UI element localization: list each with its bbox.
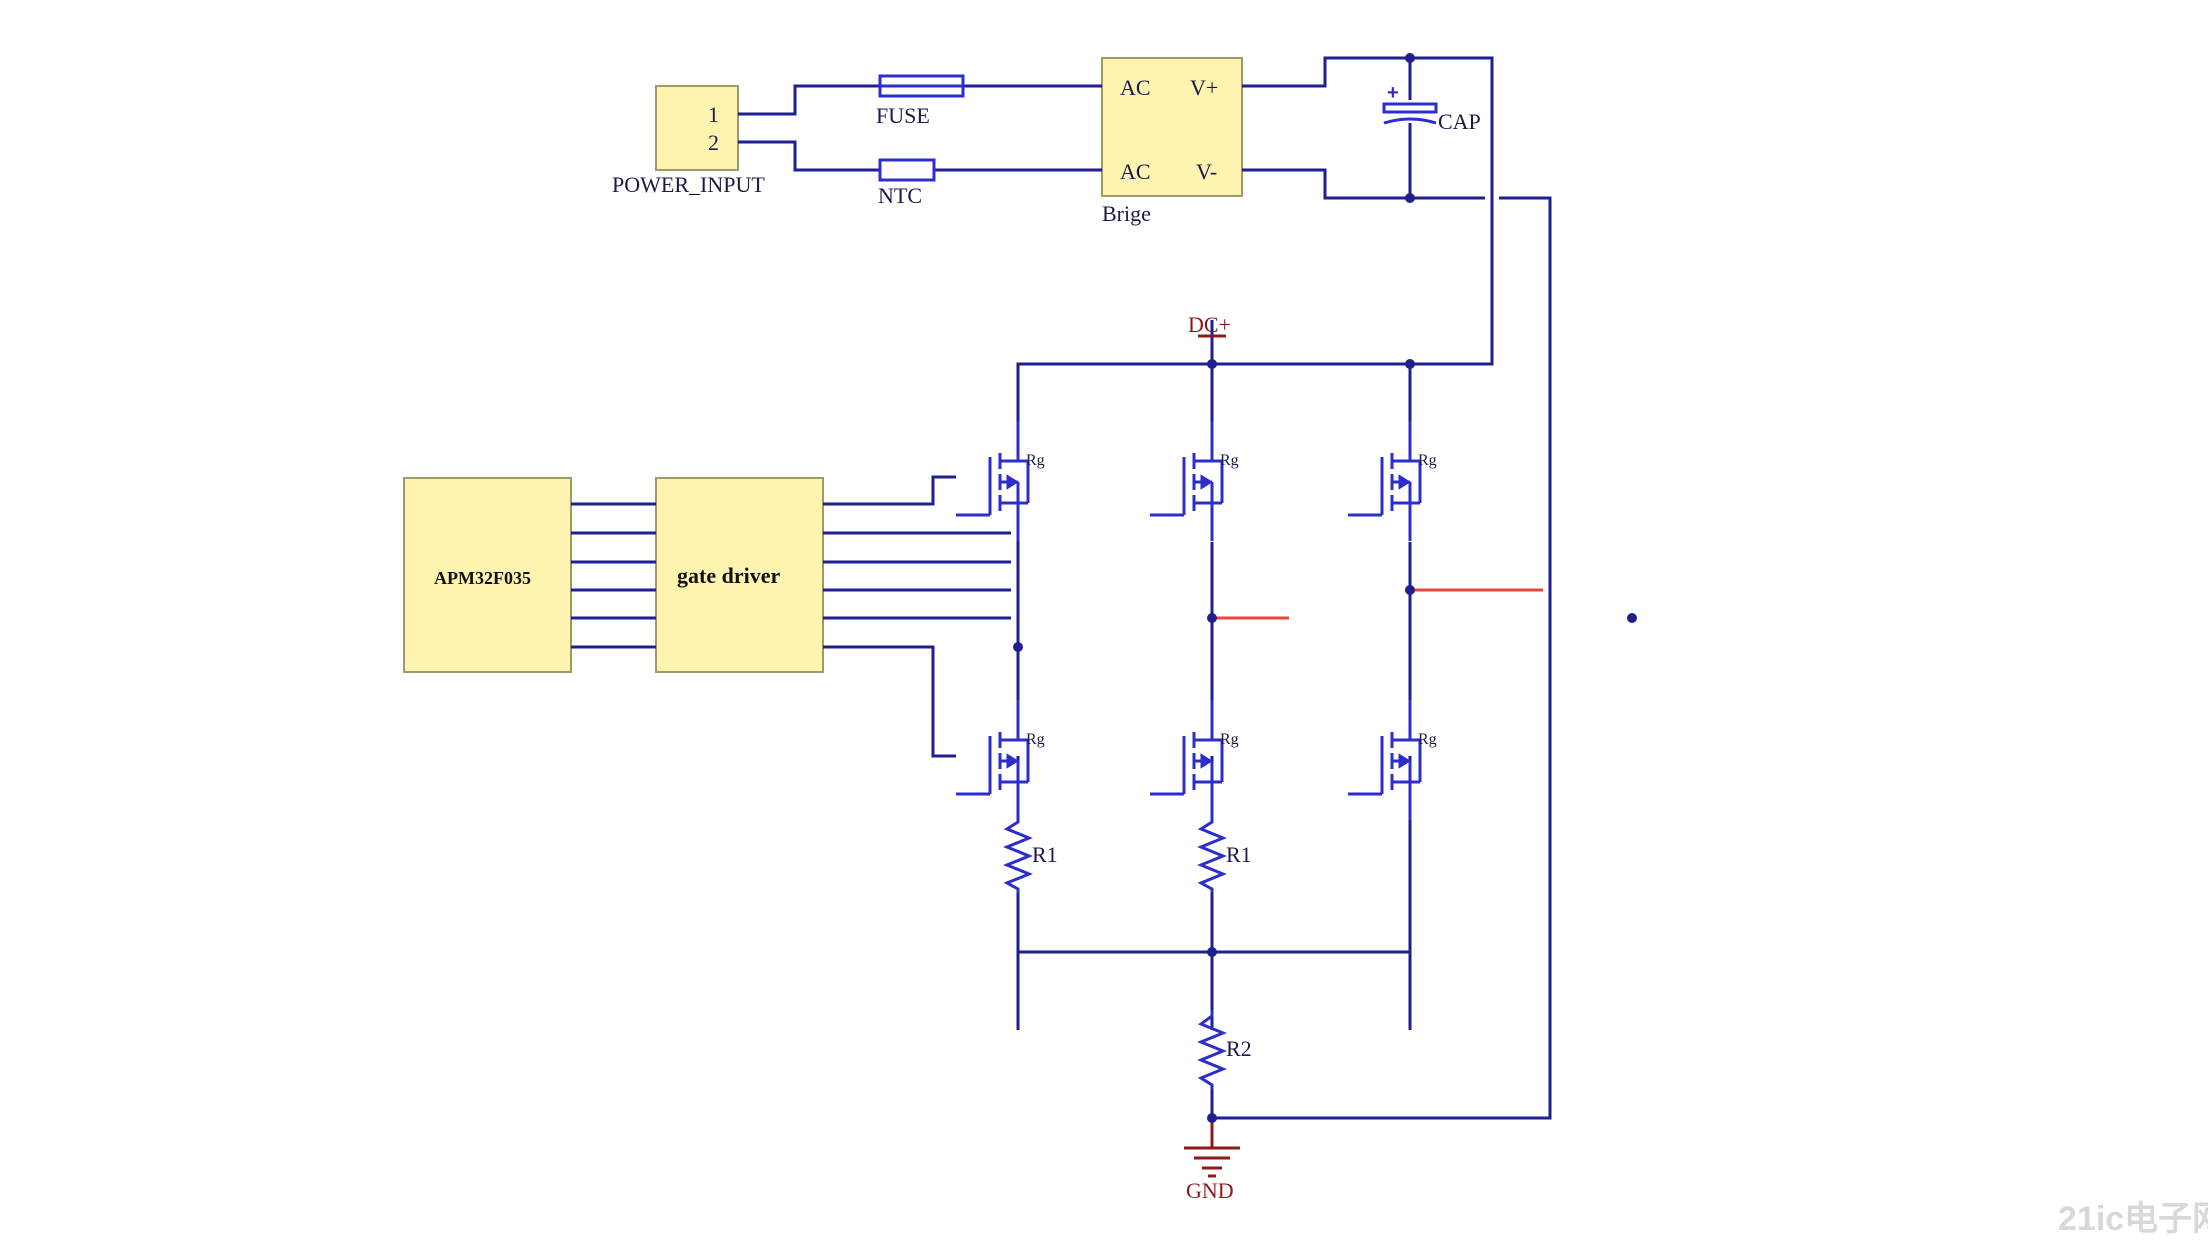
junctions: [1013, 53, 1637, 1123]
mosfet-label-high-a: Rg: [1026, 452, 1045, 469]
bridge-ac-top: AC: [1120, 75, 1151, 100]
mosfet-label-high-b: Rg: [1220, 452, 1239, 469]
capacitor-symbol: [1382, 102, 1438, 125]
mosfet-low-a: [954, 698, 1030, 822]
bridge-ac-bottom: AC: [1120, 159, 1151, 184]
dc-plus-label: DC+: [1188, 312, 1231, 337]
phase-wires: [1212, 588, 1543, 620]
mosfet-low-c: [1346, 698, 1422, 822]
connector-label: POWER_INPUT: [612, 172, 765, 197]
mosfet-high-a: [954, 419, 1030, 543]
bridge-rectifier: [1101, 57, 1243, 197]
resistor-r1-b: [1197, 815, 1227, 893]
mosfet-label-low-a: Rg: [1026, 731, 1045, 748]
bridge-label: Brige: [1102, 201, 1151, 226]
power-input-connector: [655, 85, 739, 171]
r1-label-a: R1: [1032, 842, 1058, 867]
r1-label-b: R1: [1226, 842, 1252, 867]
bridge-v-minus: V-: [1196, 159, 1217, 184]
mosfet-label-high-c: Rg: [1418, 452, 1437, 469]
mosfets: [954, 419, 1422, 822]
resistors: [1003, 815, 1227, 1090]
mosfet-low-b: [1148, 698, 1224, 822]
resistor-r2: [1197, 1010, 1227, 1090]
ntc-symbol: [878, 158, 936, 182]
mosfet-label-low-c: Rg: [1418, 731, 1437, 748]
fuse-symbol: [878, 74, 965, 98]
gate-driver-block: [655, 477, 824, 673]
fuse-label: FUSE: [876, 103, 930, 128]
r2-label: R2: [1226, 1036, 1252, 1061]
cap-polarity: +: [1387, 82, 1399, 104]
bridge-v-plus: V+: [1190, 75, 1218, 100]
mcu-block: [403, 477, 572, 673]
watermark: 21ic电子网: [2058, 1200, 2208, 1238]
ground-symbol: [1184, 1118, 1240, 1178]
cap-label: CAP: [1438, 109, 1481, 134]
mcu-label: APM32F035: [434, 568, 531, 588]
mosfet-high-c: [1346, 419, 1422, 543]
mosfet-label-low-b: Rg: [1220, 731, 1239, 748]
connector-pin2: 2: [708, 130, 719, 155]
ntc-label: NTC: [878, 183, 922, 208]
gate-driver-label: gate driver: [677, 563, 780, 588]
mosfet-high-b: [1148, 419, 1224, 543]
gnd-label: GND: [1186, 1178, 1234, 1203]
connector-pin1: 1: [708, 102, 719, 127]
resistor-r1-a: [1003, 815, 1033, 893]
